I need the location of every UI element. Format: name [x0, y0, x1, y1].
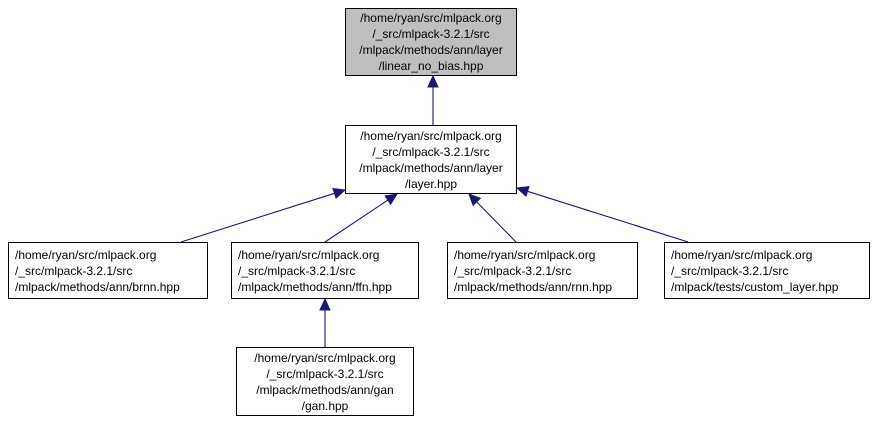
edge-arrowhead — [515, 185, 530, 197]
node-path-line: /_src/mlpack-3.2.1/src — [15, 264, 133, 278]
node-path-line: /_src/mlpack-3.2.1/src — [671, 264, 789, 278]
node-path-line: /home/ryan/src/mlpack.org — [15, 248, 157, 262]
edge-arrowhead — [384, 193, 399, 206]
node-custom-layer-hpp[interactable]: /home/ryan/src/mlpack.org /_src/mlpack-3… — [664, 242, 870, 299]
edge-arrowhead — [332, 187, 347, 199]
node-path-line: /mlpack/methods/ann/ffn.hpp — [238, 280, 392, 294]
node-path-line: /mlpack/methods/ann/layer — [359, 43, 503, 57]
node-path-line: /home/ryan/src/mlpack.org — [454, 248, 596, 262]
node-path-line: /_src/mlpack-3.2.1/src — [372, 145, 490, 159]
edge-line — [324, 199, 389, 243]
node-path-line: /home/ryan/src/mlpack.org — [238, 248, 380, 262]
node-ffn-hpp[interactable]: /home/ryan/src/mlpack.org /_src/mlpack-3… — [231, 242, 419, 299]
node-path-line: /_src/mlpack-3.2.1/src — [372, 27, 490, 41]
node-path-line: /_src/mlpack-3.2.1/src — [454, 264, 572, 278]
edge-layer-to-linear_no_bias — [427, 74, 439, 125]
node-path-line: /mlpack/methods/ann/brnn.hpp — [15, 280, 180, 294]
node-path-line: /home/ryan/src/mlpack.org — [360, 11, 502, 25]
node-path-line: /home/ryan/src/mlpack.org — [360, 129, 502, 143]
node-path-line: /mlpack/methods/ann/gan — [256, 383, 394, 397]
edge-line — [180, 192, 335, 243]
edge-arrowhead — [468, 193, 482, 207]
node-path-line: /linear_no_bias.hpp — [378, 59, 484, 73]
node-path-line: /home/ryan/src/mlpack.org — [254, 351, 396, 365]
node-path-line: /mlpack/methods/ann/layer — [359, 161, 503, 175]
node-path-line: /layer.hpp — [404, 177, 458, 191]
node-path-line: /_src/mlpack-3.2.1/src — [266, 367, 384, 381]
node-path-line: /mlpack/tests/custom_layer.hpp — [671, 280, 839, 294]
edge-arrowhead — [319, 297, 331, 311]
edge-brnn-to-layer — [180, 187, 347, 243]
node-brnn-hpp[interactable]: /home/ryan/src/mlpack.org /_src/mlpack-3… — [8, 242, 208, 299]
node-path-line: /mlpack/methods/ann/rnn.hpp — [454, 280, 613, 294]
edge-line — [476, 201, 517, 243]
edge-line — [527, 190, 689, 243]
node-layer-hpp[interactable]: /home/ryan/src/mlpack.org /_src/mlpack-3… — [345, 125, 517, 194]
node-gan-hpp[interactable]: /home/ryan/src/mlpack.org /_src/mlpack-3… — [236, 347, 414, 416]
node-linear-no-bias-hpp: /home/ryan/src/mlpack.org /_src/mlpack-3… — [345, 8, 517, 76]
node-path-line: /gan.hpp — [301, 399, 349, 413]
edge-custom_layer-to-layer — [515, 185, 689, 243]
edge-ffn-to-layer — [324, 193, 399, 243]
node-rnn-hpp[interactable]: /home/ryan/src/mlpack.org /_src/mlpack-3… — [447, 242, 638, 299]
edge-gan-to-ffn — [319, 297, 331, 347]
node-path-line: /home/ryan/src/mlpack.org — [671, 248, 813, 262]
edge-arrowhead — [427, 74, 439, 88]
edge-rnn-to-layer — [468, 193, 517, 243]
node-path-line: /_src/mlpack-3.2.1/src — [238, 264, 356, 278]
